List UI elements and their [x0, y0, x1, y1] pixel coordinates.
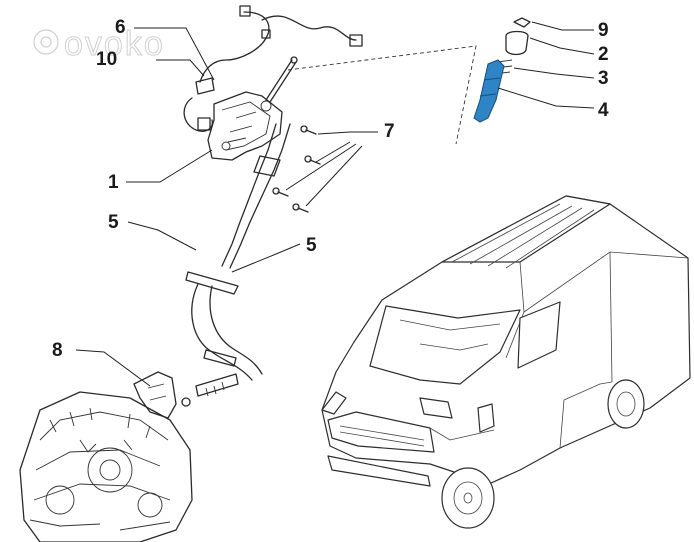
callout-5-left: 5 [108, 212, 119, 233]
gearbox [19, 391, 193, 542]
callout-3: 3 [598, 68, 609, 89]
callout-4: 4 [598, 100, 609, 121]
transmission-bracket [133, 371, 191, 419]
van-illustration [321, 195, 691, 529]
callout-8: 8 [52, 340, 63, 361]
callout-5-right: 5 [306, 235, 317, 256]
leader-lines [75, 21, 595, 387]
watermark-logo: ovoko [33, 25, 165, 64]
watermark-text: ovoko [64, 25, 165, 63]
gear-lever-bracket [207, 56, 298, 161]
callout-10: 10 [96, 49, 117, 70]
callout-1: 1 [108, 172, 119, 193]
callout-9: 9 [598, 20, 609, 41]
wiring-harness [183, 5, 363, 132]
shift-cables [185, 123, 291, 397]
callout-2: 2 [598, 44, 609, 65]
callout-7: 7 [384, 121, 395, 142]
bolts [272, 125, 321, 213]
dashed-reference-line [287, 45, 477, 145]
shift-lever-highlight [473, 59, 505, 123]
shift-knob-assembly [473, 17, 531, 123]
callout-6: 6 [115, 17, 126, 38]
